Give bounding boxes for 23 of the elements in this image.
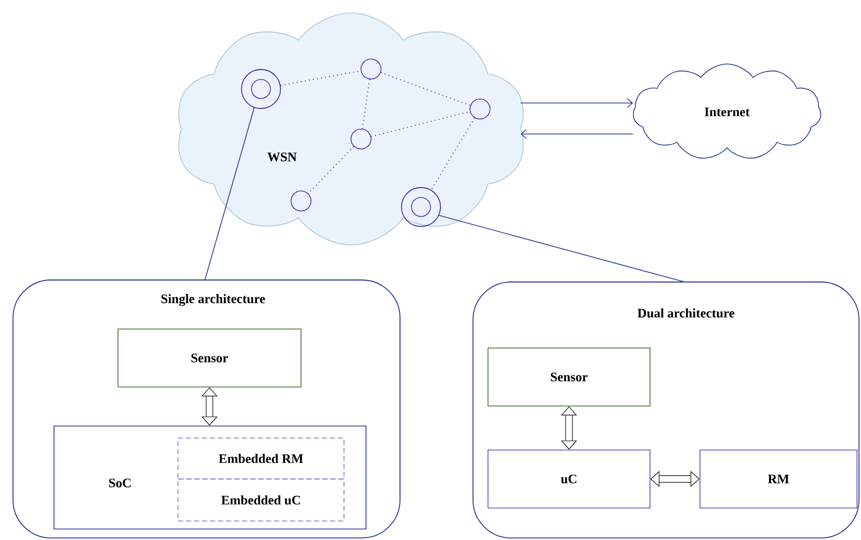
sensor-node-circle	[360, 58, 382, 80]
arrow	[520, 129, 634, 139]
component-box: RM	[700, 450, 858, 508]
sensor-node-circle	[290, 190, 312, 212]
dashed-box: Embedded uC	[178, 478, 344, 522]
link-line	[380, 72, 471, 106]
leader-line	[438, 215, 684, 282]
leader-line	[204, 107, 255, 280]
network-cloud: WSN	[178, 12, 524, 246]
link-line	[430, 117, 476, 190]
link-line	[362, 78, 370, 130]
dashed-box: Embedded RM	[178, 438, 344, 480]
component-box: Sensor	[118, 328, 302, 388]
sensor-node-circle	[350, 128, 372, 150]
gateway-node-circle	[401, 187, 441, 227]
arrow	[520, 98, 633, 108]
component-box: uC	[488, 450, 650, 508]
component-box: Sensor	[488, 348, 650, 406]
internet-cloud: Internet	[632, 64, 822, 159]
link-line	[308, 146, 354, 194]
sensor-node-circle	[470, 98, 490, 120]
link-line	[370, 111, 470, 137]
gateway-node-circle	[241, 69, 281, 109]
